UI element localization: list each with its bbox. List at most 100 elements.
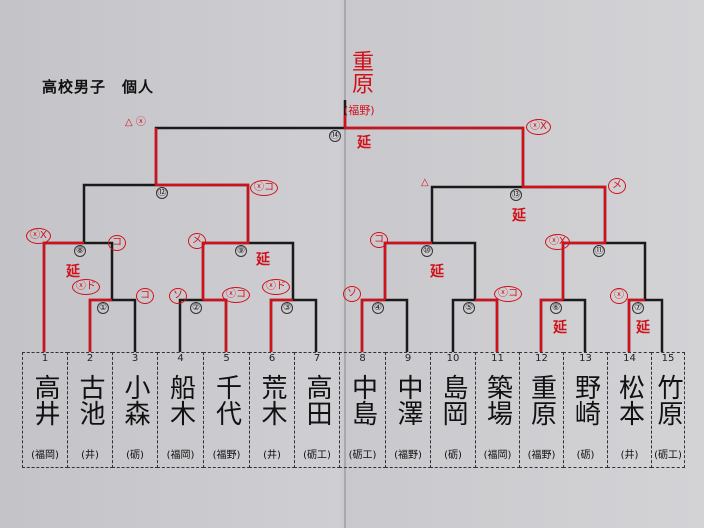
match-number: ③ bbox=[281, 302, 293, 314]
player-school: (福岡) bbox=[166, 450, 195, 461]
score-mark: メ bbox=[188, 233, 206, 249]
player-number: 3 bbox=[131, 353, 139, 364]
score-mark: コ bbox=[108, 235, 126, 251]
extension-mark: 延 bbox=[357, 135, 371, 151]
player-name: 築場 bbox=[482, 374, 513, 426]
player-school: (井) bbox=[263, 450, 281, 461]
score-mark: ソ bbox=[169, 288, 187, 304]
score-mark: △ bbox=[421, 177, 429, 188]
player-number: 4 bbox=[177, 353, 184, 364]
player-slot: 15 竹原 (砺工) bbox=[651, 352, 685, 468]
champion-name: 重原 bbox=[348, 50, 373, 94]
extension-mark: 延 bbox=[636, 320, 650, 336]
player-school: (福野) bbox=[212, 450, 241, 461]
winner-path bbox=[154, 128, 250, 300]
player-slot: 9 中澤 (福野) bbox=[385, 352, 431, 468]
paper-fold bbox=[344, 0, 346, 528]
score-mark: メ bbox=[608, 178, 626, 194]
player-school: (井) bbox=[81, 450, 99, 461]
player-school: (砺工) bbox=[303, 450, 331, 461]
match-5-line bbox=[451, 298, 499, 352]
score-mark: ⓧ bbox=[610, 288, 628, 304]
player-slot: 5 千代 (福野) bbox=[203, 352, 250, 468]
player-slot: 4 船木 (福岡) bbox=[157, 352, 204, 468]
extension-mark: 延 bbox=[512, 208, 526, 224]
extension-mark: 延 bbox=[553, 320, 567, 336]
match-3-line bbox=[269, 298, 318, 352]
player-name: 島岡 bbox=[438, 374, 468, 426]
match-8-line bbox=[42, 241, 114, 352]
score-mark: ⓧコ bbox=[494, 286, 522, 302]
player-name: 千代 bbox=[211, 374, 242, 426]
match-number: ⑪ bbox=[593, 245, 605, 257]
player-number: 9 bbox=[404, 353, 412, 364]
player-name: 竹原 bbox=[653, 374, 683, 426]
match-number: ⑨ bbox=[235, 245, 247, 257]
player-number: 10 bbox=[446, 353, 460, 364]
winner-path bbox=[42, 241, 84, 352]
player-name: 古池 bbox=[75, 374, 105, 426]
match-4-line bbox=[360, 298, 409, 352]
match-number: ① bbox=[97, 302, 109, 314]
player-name: 野崎 bbox=[570, 374, 601, 426]
score-mark: ⓧX bbox=[26, 228, 51, 244]
winner-path bbox=[539, 298, 563, 352]
match-number: ④ bbox=[372, 302, 384, 314]
player-school: (砺) bbox=[576, 450, 595, 461]
player-slot: 2 古池 (井) bbox=[67, 352, 113, 468]
score-mark: コ bbox=[136, 288, 154, 304]
player-number: 5 bbox=[223, 353, 230, 364]
player-name: 中澤 bbox=[393, 374, 423, 426]
score-mark: ⓧコ bbox=[222, 287, 250, 303]
page-title: 高校男子 個人 bbox=[42, 78, 155, 96]
winner-path bbox=[627, 298, 645, 352]
champion-school: (福野) bbox=[344, 104, 375, 117]
winner-path bbox=[269, 298, 293, 352]
player-number: 11 bbox=[491, 353, 504, 364]
player-number: 15 bbox=[661, 353, 675, 364]
player-name: 重原 bbox=[526, 374, 557, 426]
player-name: 高井 bbox=[30, 374, 60, 426]
player-slot: 10 島岡 (砺) bbox=[430, 352, 476, 468]
score-mark: ⓧX bbox=[526, 119, 551, 135]
player-school: (砺工) bbox=[654, 450, 682, 461]
match-number: ⑬ bbox=[510, 189, 522, 201]
player-number: 12 bbox=[535, 353, 548, 364]
match-2-line bbox=[178, 298, 228, 352]
winner-path bbox=[343, 115, 607, 300]
match-number: ⑥ bbox=[550, 302, 562, 314]
player-name: 船木 bbox=[165, 374, 196, 426]
player-school: (井) bbox=[620, 450, 639, 461]
extension-mark: 延 bbox=[256, 252, 270, 268]
player-number: 8 bbox=[359, 353, 366, 364]
score-mark: △ ⓧ bbox=[125, 117, 146, 128]
player-school: (福野) bbox=[394, 450, 422, 461]
player-number: 2 bbox=[86, 353, 94, 364]
match-number: ⑧ bbox=[74, 245, 86, 257]
winner-path bbox=[360, 298, 385, 352]
player-school: (福野) bbox=[527, 450, 556, 461]
score-mark: ⓧX bbox=[545, 234, 570, 250]
score-mark: ⓧド bbox=[72, 279, 100, 295]
match-number: ② bbox=[190, 302, 202, 314]
match-number: ⑩ bbox=[421, 245, 433, 257]
score-mark: ⓧコ bbox=[250, 180, 278, 196]
player-number: 14 bbox=[623, 353, 636, 364]
winner-path bbox=[203, 298, 228, 352]
player-school: (砺) bbox=[444, 450, 462, 461]
match-number: ⑭ bbox=[329, 130, 341, 142]
player-name: 小森 bbox=[120, 374, 150, 426]
player-name: 高田 bbox=[302, 374, 332, 426]
extension-mark: 延 bbox=[66, 264, 80, 280]
score-mark: ⓧド bbox=[262, 279, 290, 295]
